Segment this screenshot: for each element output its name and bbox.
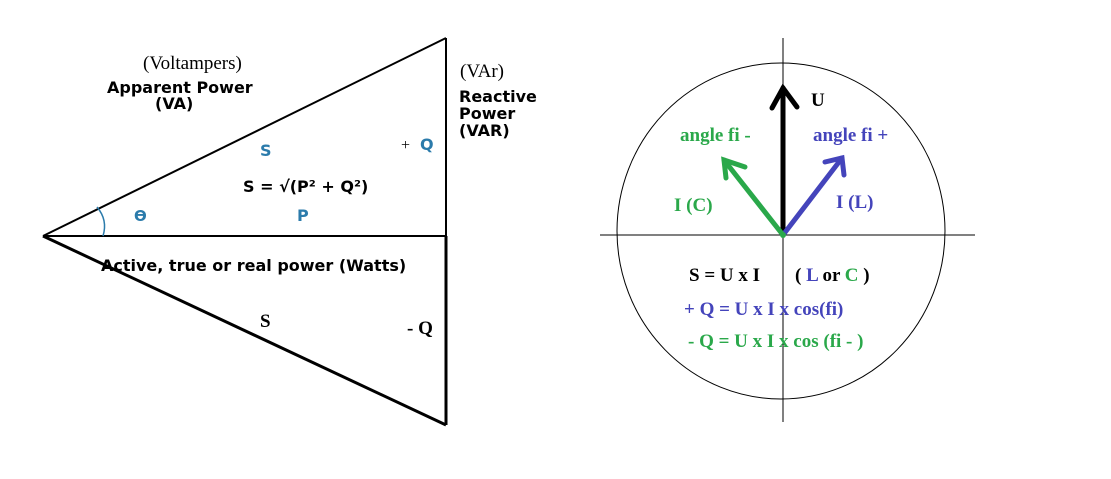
plus-q-formula: + Q = U x I x cos(fi) [684, 299, 843, 320]
apparent-power-formula: S = √(P² + Q²) [243, 177, 368, 196]
apparent-power-line-lower [42, 234, 447, 427]
apparent-power-unit: (VA) [155, 94, 193, 113]
paren-open: ( [795, 265, 801, 286]
minus-q-label: - Q [407, 318, 433, 339]
plus-sign: + [401, 137, 410, 154]
or-label: or [822, 265, 841, 286]
angle-fi-pos-label: angle fi + [813, 125, 888, 146]
capacitive-current-arrow [721, 156, 786, 238]
unit-circle [616, 62, 946, 400]
theta-angle-arc [96, 206, 106, 237]
angle-fi-neg-label: angle fi - [680, 125, 751, 146]
phasor-diagram [600, 38, 975, 422]
origin-dot [780, 232, 786, 238]
apparent-power-line-upper [42, 37, 447, 237]
q-label: Q [420, 135, 434, 154]
inductive-current-arrow [780, 154, 847, 238]
theta-label: ϴ [134, 207, 147, 225]
active-power-title: Active, true or real power (Watts) [101, 256, 406, 275]
reactive-title-2: Power [459, 104, 515, 123]
paren-close: ) [863, 265, 869, 286]
c-label: C [845, 265, 859, 286]
l-label: L [806, 265, 818, 286]
apparent-power-title: Apparent Power [107, 78, 253, 97]
voltage-arrow [769, 83, 800, 238]
l-or-c-note: ( L or C ) [795, 265, 870, 286]
s-lower-label: S [260, 311, 271, 332]
var-unit-alt: (VAr) [460, 61, 504, 82]
power-triangle [42, 37, 448, 427]
u-label: U [811, 90, 825, 111]
ic-label: I (C) [674, 195, 713, 216]
voltampers-label: (Voltampers) [143, 53, 242, 74]
p-label: P [297, 206, 309, 225]
reactive-title-1: Reactive [459, 87, 537, 106]
s-label: S [260, 141, 272, 160]
reactive-unit: (VAR) [459, 121, 510, 140]
il-label: I (L) [836, 192, 873, 213]
minus-q-formula: - Q = U x I x cos (fi - ) [688, 331, 863, 352]
s-formula: S = U x I [689, 265, 760, 286]
